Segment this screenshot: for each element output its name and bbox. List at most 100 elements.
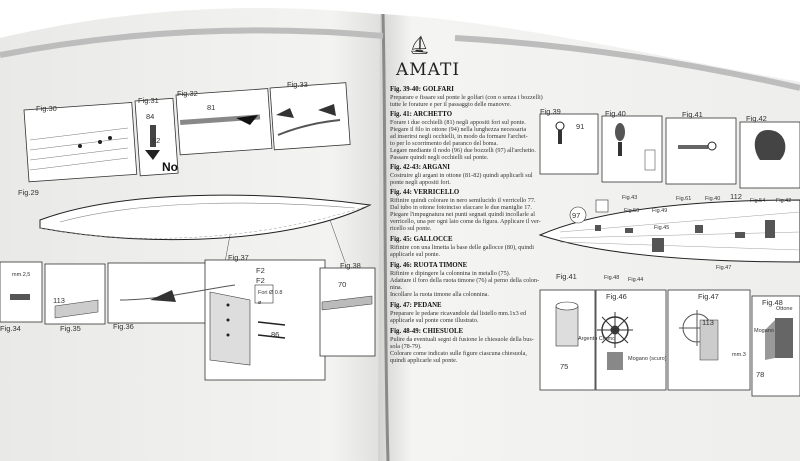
fig46-box — [595, 289, 667, 391]
instruction-line: tutte le forature e per il passaggio del… — [390, 101, 512, 108]
fori-label: Fori Ø 0.8 — [258, 290, 283, 296]
deck-tag: Fig.61 — [676, 196, 692, 202]
deck-tag: Fig.47 — [716, 265, 732, 271]
part-number-badge: 86 — [271, 330, 280, 339]
size-note: mm.3 — [732, 352, 746, 358]
instruction-line: verricello, una per ogni lato come da fi… — [390, 218, 541, 225]
deck-tag: Fig.42 — [776, 198, 792, 204]
fig40-box — [601, 115, 663, 183]
instruction-line: Preparare le pedane ricavandole dal list… — [390, 310, 527, 317]
instruction-line: nina. — [390, 284, 403, 291]
deck-tag: Fig.45 — [654, 225, 670, 231]
part-number-badge: 91 — [576, 122, 585, 131]
fig-label: Fig.33 — [287, 80, 308, 89]
fig-label: Fig.35 — [60, 324, 81, 333]
deck-tag: Fig.48 — [604, 275, 620, 281]
instruction-line: Passare quindi negli occhielli sul ponte… — [390, 154, 489, 161]
instruction-line: Adattare il foro della ruota timone (76)… — [390, 277, 540, 284]
instruction-line: ricello sul ponte. — [390, 225, 432, 232]
deck-tag: Fig.50 — [624, 208, 640, 214]
fig-label: Fig.30 — [36, 104, 57, 113]
deck-tag: Fig.49 — [652, 208, 668, 214]
book-spine — [381, 13, 390, 461]
instruction-line: Rifinire quindi colorare in nero semiluc… — [390, 197, 536, 204]
fig-label: Fig.41 — [556, 272, 577, 281]
fig-label: Fig.37 — [228, 253, 249, 262]
instruction-line: Rifinire con una limetta la base delle g… — [390, 244, 534, 251]
mm-label: mm.2,5 — [12, 272, 31, 278]
brand-name: AMATI — [396, 60, 461, 80]
instruction-heading: Fig. 42-43: ARGANI — [390, 164, 450, 171]
instruction-line: Dal tubo in ottone fotoinciso sfaccare l… — [390, 204, 532, 211]
instruction-line: applicarle sul ponte. — [390, 251, 440, 258]
instruction-line: Pulire da eventuali segni di fusione le … — [390, 336, 534, 343]
fig-label: Fig.32 — [177, 89, 198, 98]
fig31-box — [134, 97, 179, 177]
sopra-label: ø — [258, 300, 262, 306]
instruction-heading: Fig. 41: ARCHETTO — [390, 111, 452, 118]
instruction-line: Legare mediante il nodo (96) due bozzell… — [390, 147, 536, 154]
part-number-badge: F2 — [256, 276, 265, 285]
part-number-badge: 113 — [53, 296, 65, 305]
part-number-badge: 97 — [572, 211, 581, 220]
color-note: Argento Cromo — [578, 336, 616, 342]
deck-tag: Fig.43 — [622, 195, 638, 201]
part-number-badge: 113 — [702, 318, 714, 327]
instruction-line: to per lo scorrimento del paranco del bo… — [390, 140, 498, 147]
fig-label: Fig.42 — [746, 114, 767, 123]
instruction-line: Piegare il filo in ottone (94) nella lun… — [390, 126, 527, 133]
part-number-badge: 81 — [207, 103, 216, 112]
fig-label: Fig.46 — [606, 292, 627, 301]
instruction-line: Piegare l'impugnatura nei punti segnati … — [390, 211, 535, 218]
instruction-line: Preparare e fissare sul ponte le golfari… — [390, 94, 543, 101]
color-note: Ottone — [776, 306, 793, 312]
ship-logo-icon: ⛵︎ — [408, 35, 431, 55]
part-number-badge: 92 — [152, 136, 161, 145]
color-note: Mogano — [754, 328, 774, 334]
fig-label: Fig.36 — [113, 322, 134, 331]
instruction-heading: Fig. 48-49: CHIESUOLE — [390, 328, 464, 335]
instruction-heading: Fig. 47: PEDANE — [390, 302, 442, 309]
fig-label: Fig.39 — [540, 107, 561, 116]
no-label: No — [162, 160, 178, 174]
instruction-line: sola (78-79). — [390, 343, 422, 350]
instruction-heading: Fig. 39-40: GOLFARI — [390, 86, 454, 93]
deck-plan — [538, 199, 800, 263]
fig-label: Fig.40 — [605, 109, 626, 118]
fig33-box — [269, 82, 351, 151]
fig-label: Fig.48 — [762, 298, 783, 307]
instruction-line: ponte negli appositi fori. — [390, 179, 451, 186]
fig-label: Fig.31 — [138, 96, 159, 105]
instruction-line: Rifinire e dipingere la colonnina in met… — [390, 270, 511, 277]
instruction-heading: Fig. 44: VERRICELLO — [390, 189, 460, 196]
fig-label: Fig.41 — [682, 110, 703, 119]
instruction-line: Colorare come indicato sulle figure cias… — [390, 350, 527, 357]
part-number-badge: 78 — [756, 370, 765, 379]
fig29-hull — [39, 194, 372, 241]
instruction-line: applicarle sul ponte come illustrato. — [390, 317, 479, 324]
instruction-line: ad inserirsi negli occhielli, in modo da… — [390, 133, 528, 140]
fig30-box — [23, 102, 138, 183]
part-number-badge: F2 — [256, 266, 265, 275]
deck-tag: Fig.54 — [750, 198, 766, 204]
fig41-box — [665, 117, 737, 185]
fig-label: Fig.29 — [18, 188, 39, 197]
part-number-badge: 84 — [146, 112, 155, 121]
fig-label: Fig.38 — [340, 261, 361, 270]
instruction-heading: Fig. 46: RUOTA TIMONE — [390, 262, 468, 269]
fig-label: Fig.34 — [0, 324, 21, 333]
part-number-badge: 112 — [730, 192, 742, 201]
instruction-line: quindi applicarle sul ponte. — [390, 357, 458, 364]
color-note: Mogano (scuro) — [628, 356, 667, 362]
instruction-line: Incollare la ruota timone alla colonnina… — [390, 291, 489, 298]
part-number-badge: 75 — [560, 362, 569, 371]
fig-label: Fig.47 — [698, 292, 719, 301]
fig39-box — [539, 113, 599, 175]
instruction-line: Costruire gli argani in ottone (81-82) q… — [390, 172, 533, 179]
deck-tag: Fig.40 — [705, 196, 721, 202]
part-number-badge: 70 — [338, 280, 347, 289]
instruction-heading: Fig. 45: GALLOCCE — [390, 236, 453, 243]
deck-tag: Fig.44 — [628, 277, 644, 283]
